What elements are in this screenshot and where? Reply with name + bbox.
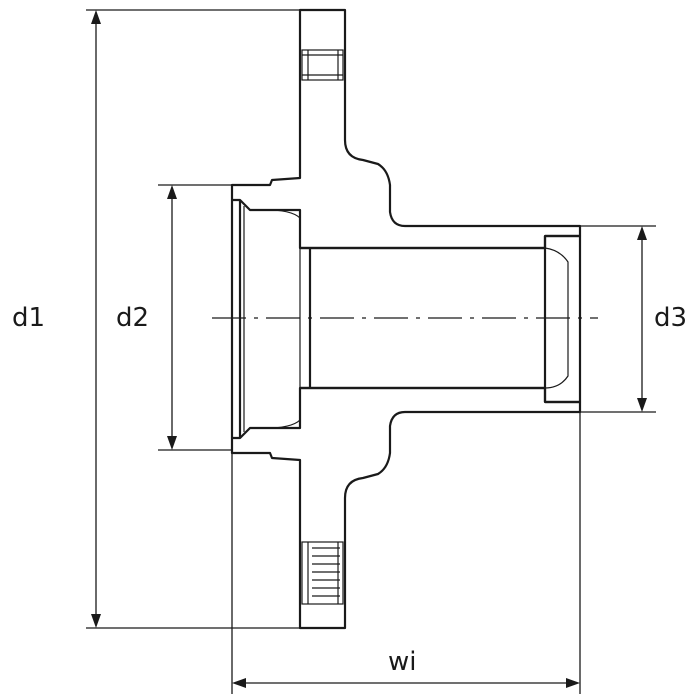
label-d2: d2 xyxy=(116,303,149,333)
label-wi: wi xyxy=(388,647,417,677)
label-d3: d3 xyxy=(654,303,687,333)
section-upper xyxy=(230,8,582,250)
dimension-wi xyxy=(231,412,581,694)
bolt-hole-lower xyxy=(301,541,344,605)
inner-bore xyxy=(230,200,582,438)
dimension-d1 xyxy=(86,9,300,629)
dimension-d3 xyxy=(580,225,656,413)
label-d1: d1 xyxy=(12,303,45,333)
bolt-hole-upper xyxy=(301,49,344,81)
section-lower xyxy=(230,386,582,630)
dimension-d2 xyxy=(158,184,232,451)
